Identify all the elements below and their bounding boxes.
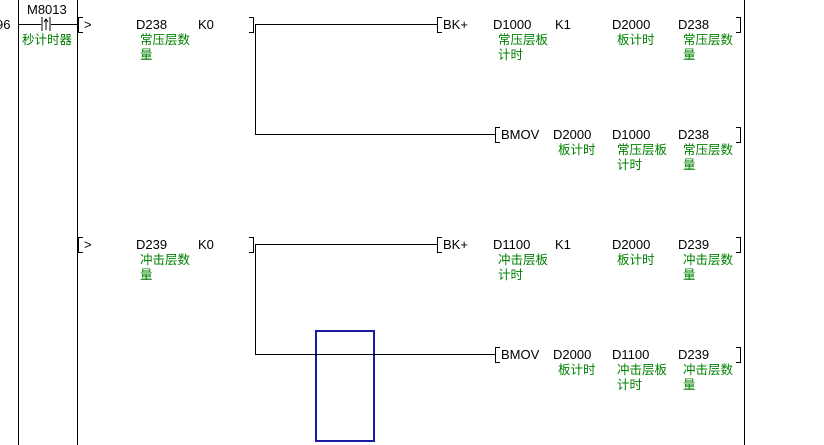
- instruction-operand[interactable]: D239: [678, 347, 710, 362]
- instruction-operand[interactable]: K1: [555, 237, 571, 252]
- instruction-open-bracket: [495, 127, 500, 143]
- compare-operand-1[interactable]: D239: [136, 237, 168, 252]
- instruction-close-bracket: [736, 17, 741, 33]
- compare-operand-1-comment: 冲击层数 量: [140, 253, 191, 282]
- instruction-open-bracket: [437, 237, 442, 253]
- operand-comment: 常压层板 计时: [617, 143, 668, 172]
- compare-operator[interactable]: >: [84, 237, 92, 252]
- operand-comment: 板计时: [558, 143, 596, 157]
- wire: [255, 354, 495, 355]
- instruction-operand[interactable]: D2000: [612, 17, 651, 32]
- instruction-bk-plus[interactable]: BK+: [443, 237, 468, 252]
- instruction-operand[interactable]: D1100: [493, 237, 531, 252]
- branch-wire: [255, 24, 256, 134]
- instruction-operand[interactable]: D2000: [612, 237, 651, 252]
- step-number: 96: [0, 17, 11, 32]
- contact-device[interactable]: M8013: [27, 2, 67, 17]
- instruction-close-bracket: [736, 127, 741, 143]
- instruction-operand[interactable]: D239: [678, 237, 710, 252]
- compare-close-bracket: [249, 237, 254, 253]
- operand-comment: 板计时: [558, 363, 596, 377]
- compare-operator[interactable]: >: [84, 17, 92, 32]
- branch-vertical-line: [77, 0, 78, 445]
- operand-comment: 板计时: [617, 33, 655, 47]
- wire: [255, 134, 495, 135]
- instruction-operand[interactable]: D1000: [612, 127, 651, 142]
- operand-comment: 冲击层板 计时: [617, 363, 668, 392]
- operand-comment: 常压层数 量: [683, 143, 734, 172]
- instruction-open-bracket: [437, 17, 442, 33]
- contact-comment: 秒计时器: [22, 33, 73, 47]
- compare-operand-2[interactable]: K0: [198, 17, 214, 32]
- compare-open-bracket: [78, 17, 83, 33]
- operand-comment: 常压层板 计时: [498, 33, 549, 62]
- compare-operand-1-comment: 常压层数 量: [140, 33, 191, 62]
- instruction-operand[interactable]: D238: [678, 127, 710, 142]
- wire: [255, 24, 437, 25]
- instruction-close-bracket: [736, 347, 741, 363]
- instruction-operand[interactable]: D1000: [493, 17, 532, 32]
- operand-comment: 冲击层数 量: [683, 253, 734, 282]
- operand-comment: 冲击层数 量: [683, 363, 734, 392]
- instruction-operand[interactable]: D1100: [612, 347, 650, 362]
- instruction-operand[interactable]: D2000: [553, 127, 592, 142]
- instruction-operand[interactable]: D238: [678, 17, 710, 32]
- wire: [51, 24, 77, 25]
- cursor-selection-box: [315, 330, 375, 442]
- instruction-operand[interactable]: K1: [555, 17, 571, 32]
- instruction-bk-plus[interactable]: BK+: [443, 17, 468, 32]
- compare-operand-2[interactable]: K0: [198, 237, 214, 252]
- branch-wire: [255, 244, 256, 354]
- left-power-rail: [18, 0, 19, 445]
- operand-comment: 冲击层板 计时: [498, 253, 549, 282]
- instruction-operand[interactable]: D2000: [553, 347, 592, 362]
- compare-operand-1[interactable]: D238: [136, 17, 168, 32]
- operand-comment: 板计时: [617, 253, 655, 267]
- compare-open-bracket: [78, 237, 83, 253]
- rising-edge-contact-icon[interactable]: [40, 15, 52, 33]
- instruction-bmov[interactable]: BMOV: [501, 347, 540, 362]
- compare-close-bracket: [249, 17, 254, 33]
- operand-comment: 常压层数 量: [683, 33, 734, 62]
- instruction-bmov[interactable]: BMOV: [501, 127, 540, 142]
- wire: [18, 24, 41, 25]
- instruction-close-bracket: [736, 237, 741, 253]
- right-power-rail: [744, 0, 745, 445]
- instruction-open-bracket: [495, 347, 500, 363]
- wire: [255, 244, 437, 245]
